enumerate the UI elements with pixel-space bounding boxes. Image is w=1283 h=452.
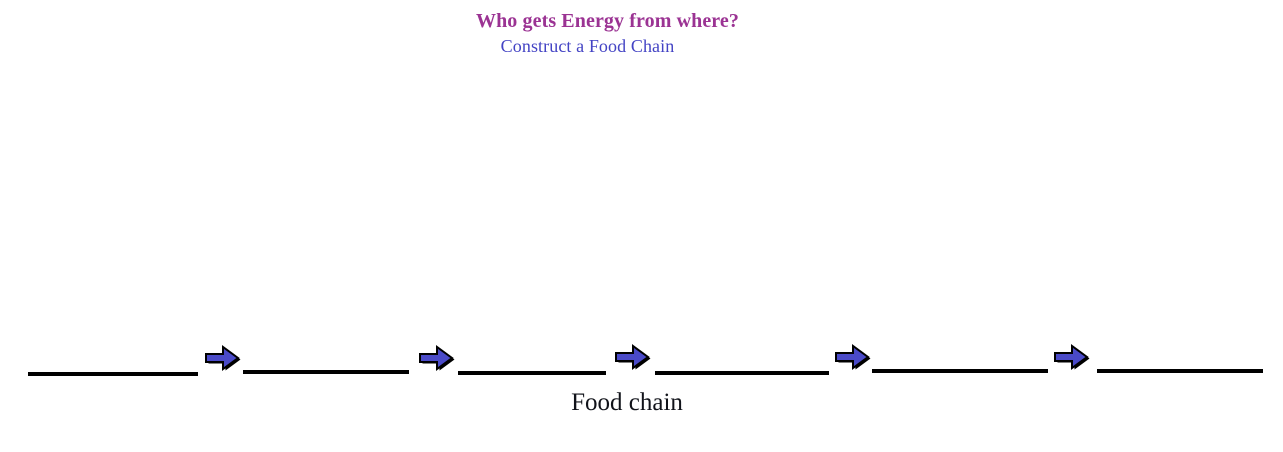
arrow-right-icon-3 [615,344,651,370]
arrow-right-icon-1 [205,345,241,371]
food-chain-blank-1[interactable] [28,372,198,376]
food-chain-blank-3[interactable] [458,371,606,375]
food-chain-blank-2[interactable] [243,370,409,374]
arrow-right-icon-4 [835,344,871,370]
arrow-right-icon-5 [1054,344,1090,370]
food-chain-blank-6[interactable] [1097,369,1263,373]
page-title: Who gets Energy from where? [475,10,740,32]
food-chain-blank-4[interactable] [655,371,829,375]
page-subtitle: Construct a Food Chain [500,36,675,56]
empty-work-area [0,66,1283,332]
arrow-right-icon-2 [419,345,455,371]
food-chain-blank-5[interactable] [872,369,1048,373]
food-chain-caption: Food chain [571,389,683,416]
food-chain-row [0,332,1283,392]
